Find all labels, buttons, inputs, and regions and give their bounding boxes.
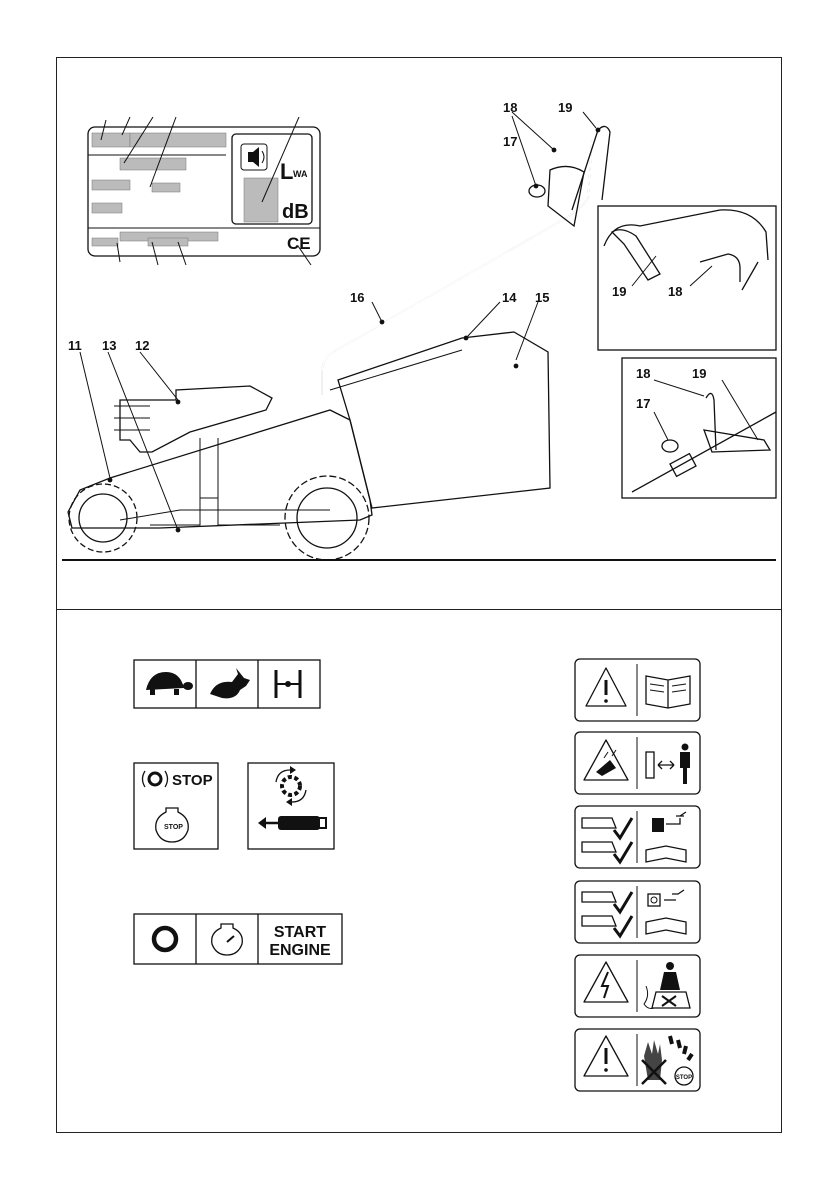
blade-rotation-icon <box>276 766 306 806</box>
brake-stop-icon <box>143 771 168 787</box>
svg-text:STOP: STOP <box>164 824 183 831</box>
rabbit-icon <box>210 668 250 698</box>
speed-symbol-group <box>134 660 320 708</box>
turtle-icon <box>146 672 193 695</box>
disconnect-spark-plug-sign <box>575 806 700 868</box>
mower-direction-icon <box>258 816 326 830</box>
engine-start-icon <box>212 924 243 955</box>
electric-shock-sign <box>575 955 700 1017</box>
off-circle-icon <box>154 928 176 950</box>
thrown-objects-sign <box>575 732 700 794</box>
warning-read-manual-sign <box>575 659 700 721</box>
blade-direction-group <box>248 763 334 849</box>
svg-text:STOP: STOP <box>676 1075 692 1081</box>
start-line2: ENGINE <box>269 942 331 959</box>
disconnect-power-sign <box>575 881 700 943</box>
hand-blade-stop-sign: STOP <box>575 1029 700 1091</box>
height-adjust-icon <box>276 670 300 698</box>
start-line1: START <box>274 924 326 941</box>
engine-stop-icon: STOP <box>156 808 189 842</box>
stop-symbol-group: STOP STOP <box>134 763 218 849</box>
start-symbol-group: START ENGINE <box>134 914 342 964</box>
stop-label: STOP <box>172 772 213 789</box>
